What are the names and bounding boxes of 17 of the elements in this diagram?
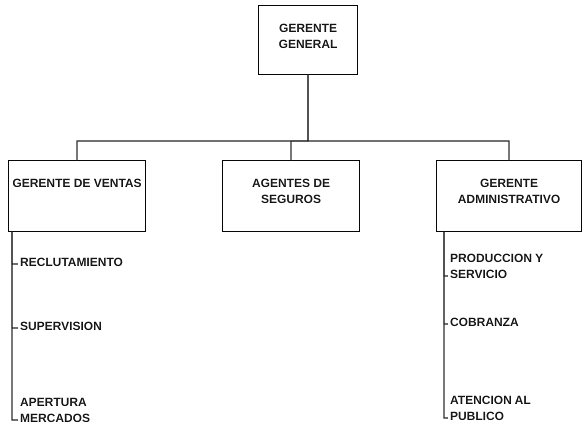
function-label: APERTURA MERCADOS [20,394,92,426]
function-label: PRODUCCION Y SERVICIO [450,250,544,282]
org-box [258,5,358,75]
position-title: GERENTE GENERAL [278,20,338,52]
function-label: SUPERVISION [20,318,103,334]
org-box [8,160,146,232]
connector-line [11,232,18,421]
position-title: GERENTE ADMINISTRATIVO [456,175,562,207]
org-box [222,160,360,232]
function-label: RECLUTAMIENTO [20,254,124,270]
connector-line [307,75,510,160]
org-box [436,160,582,232]
function-label: COBRANZA [450,314,520,330]
position-title: GERENTE DE VENTAS [12,175,142,191]
connector-line [443,232,448,419]
position-title: AGENTES DE SEGUROS [250,175,331,207]
function-label: ATENCION AL PUBLICO [450,392,532,424]
